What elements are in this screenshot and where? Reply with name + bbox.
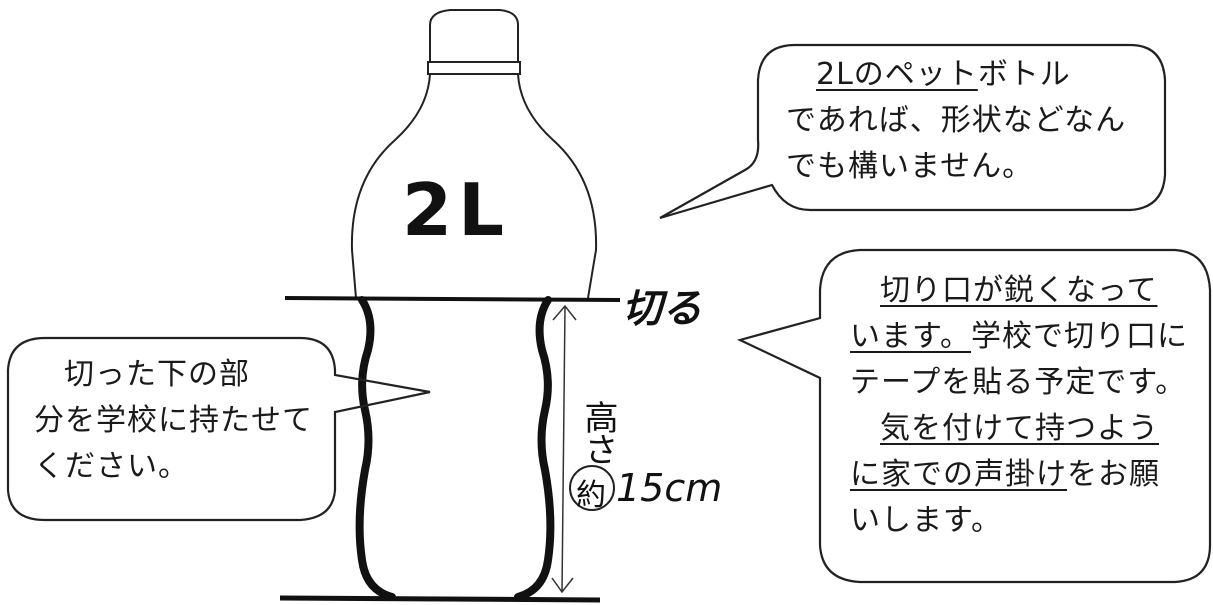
bottle-cap	[430, 10, 518, 62]
bottle-neck-ring	[428, 62, 520, 74]
bottom-line	[280, 598, 600, 600]
bubble-right-text: 切り口が鋭くなって います。学校で切り口に テープを貼る予定です。 気を付けて持…	[850, 268, 1200, 544]
approx-label: 約	[576, 470, 606, 514]
height-label-text: 高さ	[574, 400, 623, 464]
height-value: 15cm	[616, 466, 722, 510]
cut-line	[285, 298, 620, 300]
bottle-size-text: 2Lのペット	[816, 57, 978, 92]
bottle-label: 2L	[402, 168, 510, 252]
bubble-top-right-text: 2Lのペットボトル であれば、形状などなん でも構いません。	[786, 52, 1156, 190]
bottle-lower-outline	[360, 300, 551, 597]
cut-label: 切る	[622, 276, 702, 334]
height-arrow	[552, 306, 576, 592]
bubble-left-text: 切った下の部 分を学校に持たせて ください。	[34, 352, 334, 490]
